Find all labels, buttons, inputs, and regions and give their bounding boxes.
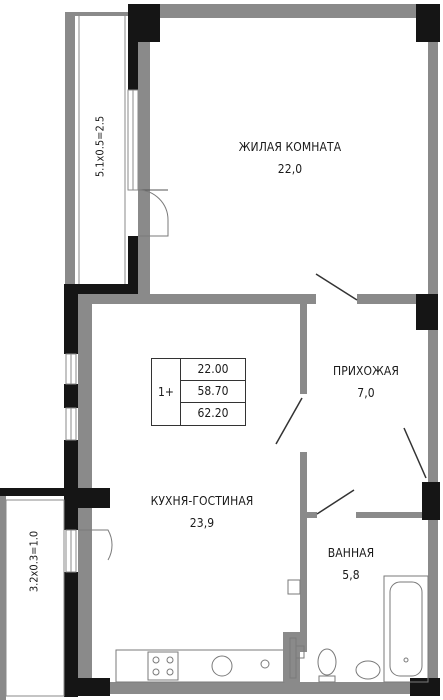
kitchen-right-wall-bottom — [300, 452, 307, 652]
kitchen-living-area: 23,9 — [189, 516, 215, 530]
living-left-wall — [138, 18, 150, 294]
exterior-wall-left — [64, 4, 139, 697]
kitchen-door — [275, 397, 303, 445]
living-room-name: ЖИЛАЯ КОМНАТА — [238, 140, 342, 154]
top-balcony-label: 5.1х0.5=2.5 — [93, 115, 107, 178]
top-balcony — [65, 12, 129, 292]
entrance-door — [403, 427, 427, 479]
bathtub-icon — [383, 575, 429, 683]
hallway-area: 7,0 — [357, 386, 375, 400]
living-bottom-wall-right — [357, 294, 428, 304]
bathroom-area: 5,8 — [342, 568, 360, 582]
doors — [78, 189, 427, 561]
living-room-area: 22,0 — [277, 162, 303, 176]
columns — [78, 4, 440, 696]
area-summary: 1+ 22.00 58.70 62.20 — [151, 358, 246, 426]
top-wall — [138, 4, 438, 18]
washing-machine-icon — [260, 659, 270, 669]
living-room-door — [315, 273, 358, 301]
bottom-balcony — [0, 488, 65, 700]
kitchen-counter — [115, 649, 285, 683]
bathroom-top-wall — [356, 512, 428, 518]
bathroom-fixtures — [289, 575, 429, 683]
washbasin-icon — [355, 660, 381, 680]
sink-icon — [211, 655, 233, 677]
shaft — [283, 632, 300, 682]
right-wall-top — [428, 18, 438, 312]
left-windows — [65, 353, 77, 573]
bathroom-name: ВАННАЯ — [327, 546, 375, 560]
toilet-icon — [317, 648, 337, 676]
stove-icon — [147, 651, 179, 681]
rooms-count: 1+ — [152, 359, 181, 425]
balcony-outer-wall — [65, 12, 75, 292]
boiler-icon — [287, 579, 301, 595]
balcony-door-bottom — [78, 529, 113, 561]
bottom-balcony-label: 3.2х0.3=1.0 — [27, 530, 41, 593]
balcony-top-rail — [75, 12, 129, 16]
total-with-balconies-value: 62.20 — [197, 406, 229, 420]
living-area-value: 22.00 — [181, 359, 245, 381]
kitchen-fixtures — [115, 579, 301, 683]
balcony-door-top — [137, 189, 169, 237]
living-bottom-wall — [92, 294, 316, 304]
bathroom-door — [316, 489, 355, 515]
kitchen-living-name: КУХНЯ-ГОСТИНАЯ — [150, 494, 254, 508]
kitchen-right-wall-top — [300, 304, 307, 394]
hallway-name: ПРИХОЖАЯ — [333, 364, 399, 378]
bottom-wall — [92, 682, 428, 694]
total-area-value: 58.70 — [181, 381, 245, 403]
